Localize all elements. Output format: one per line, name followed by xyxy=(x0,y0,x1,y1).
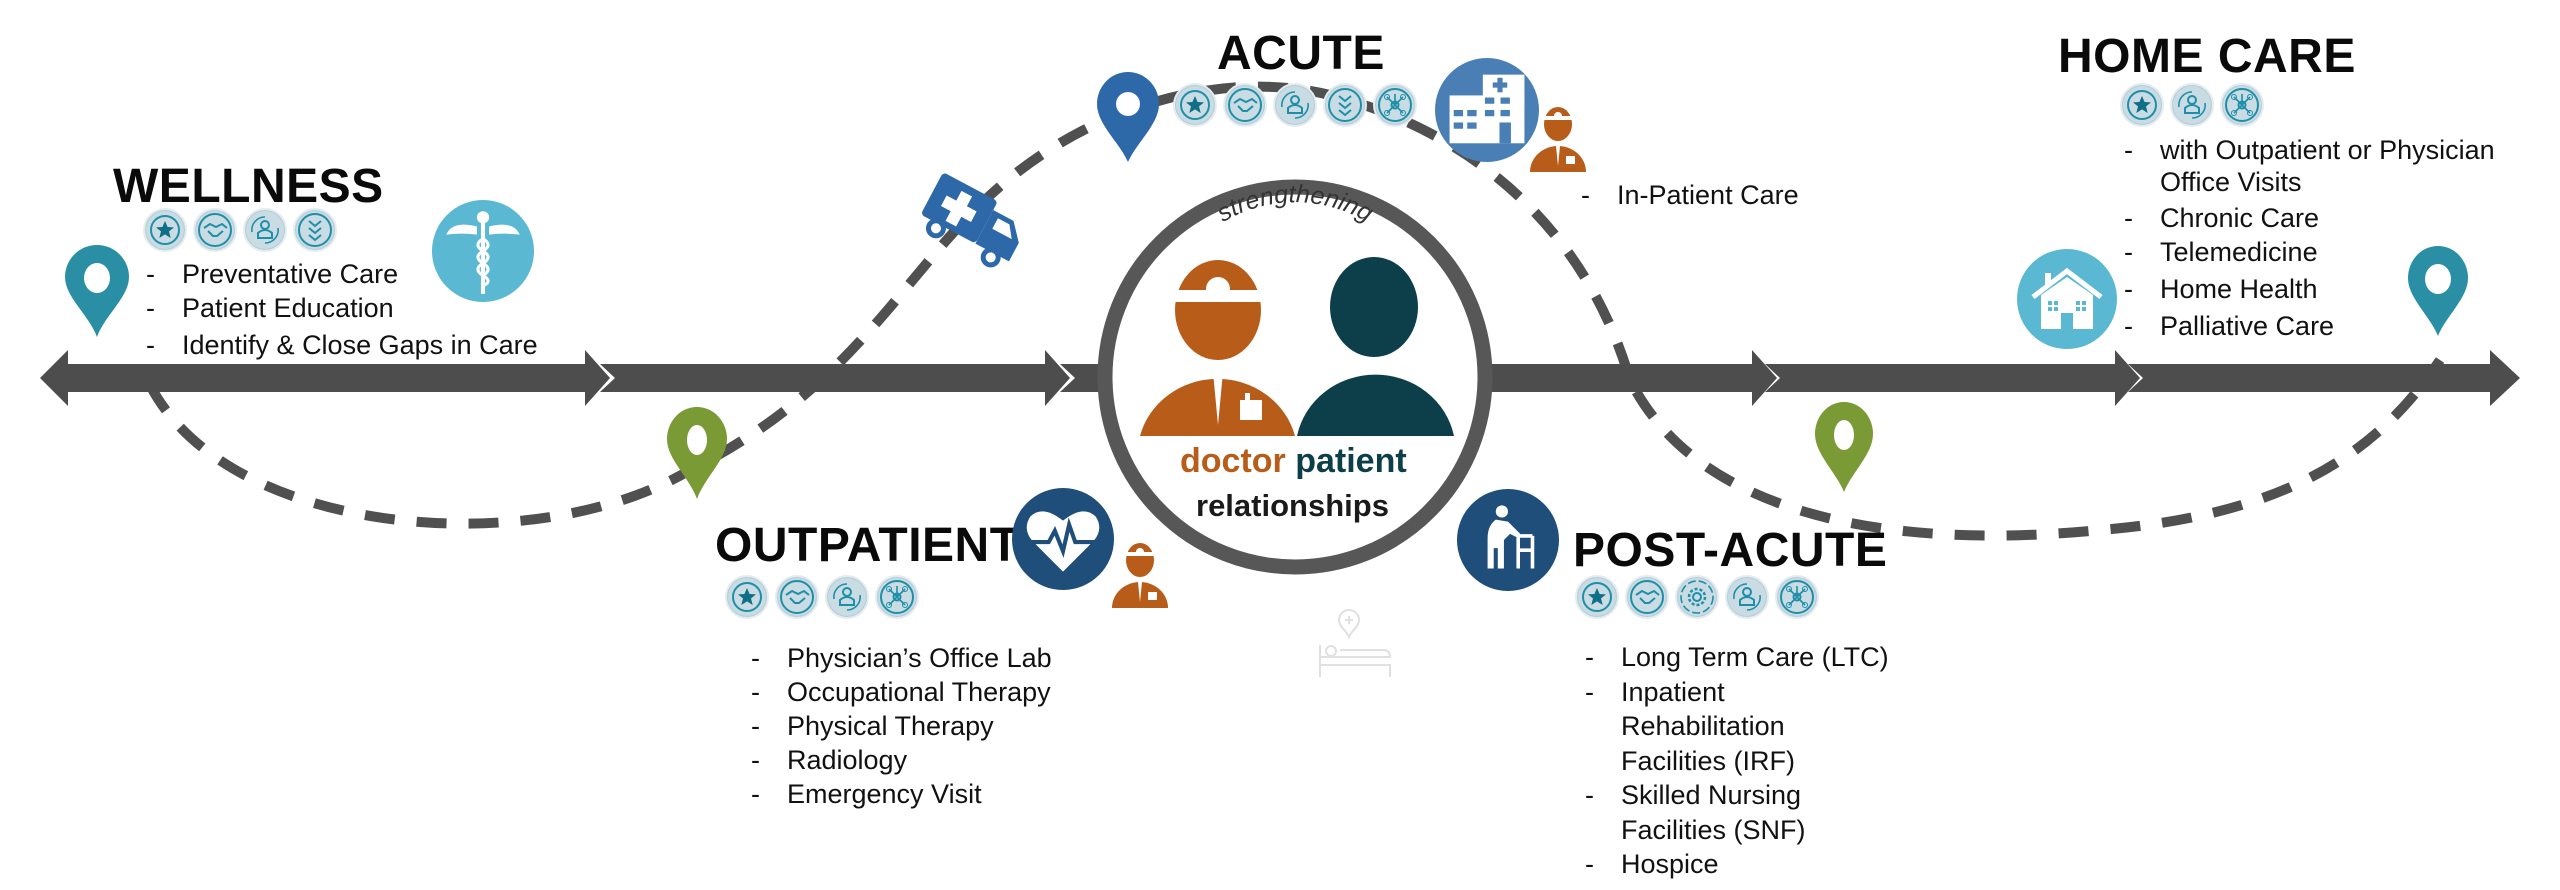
acute-services-list: -In-Patient Care xyxy=(1581,179,1799,211)
list-item: -Hospice xyxy=(1585,849,1719,879)
outpatient-title: OUTPATIENT xyxy=(715,519,1020,572)
post-acute-title: POST-ACUTE xyxy=(1573,524,1888,577)
wellness-title: WELLNESS xyxy=(113,160,384,213)
person-cycle-badge-icon xyxy=(1725,575,1769,619)
word-relationships: relationships xyxy=(1196,488,1389,523)
post-acute-location-pin-icon xyxy=(1815,402,1873,492)
star-badge-icon xyxy=(725,575,769,619)
list-item: -Long Term Care (LTC) xyxy=(1585,642,1889,672)
heartbeat-icon xyxy=(1012,488,1114,590)
arrow-segment-2 xyxy=(600,350,1070,406)
patient-figure-icon xyxy=(1297,257,1454,436)
post-acute-services-list: -Long Term Care (LTC) -Inpatient Rehabil… xyxy=(1585,640,1911,882)
star-badge-icon xyxy=(2120,83,2164,127)
list-item: -Inpatient Rehabilitation Facilities (IR… xyxy=(1585,676,1795,776)
arrow-segment-1 xyxy=(40,350,610,406)
network-badge-icon xyxy=(2220,83,2264,127)
ambulance-icon xyxy=(922,173,1019,268)
home-care-title: HOME CARE xyxy=(2058,30,2356,83)
word-doctor: doctor xyxy=(1180,442,1286,480)
star-badge-icon xyxy=(143,208,187,252)
doctor-small-icon xyxy=(1112,543,1168,608)
arrow-segment-5 xyxy=(1765,350,2140,406)
network-badge-icon xyxy=(1373,83,1417,127)
list-item: -Radiology xyxy=(751,745,908,775)
word-patient: patient xyxy=(1295,442,1407,480)
list-item: -Preventative Care xyxy=(146,259,399,289)
timeline-arrow-bar xyxy=(40,350,2520,406)
wellness-location-pin-icon xyxy=(65,245,129,337)
wellness-services-list: -Preventative Care -Patient Education -I… xyxy=(146,257,538,362)
gear-cycle-badge-icon xyxy=(1675,575,1719,619)
outpatient-services-list: -Physician’s Office Lab -Occupational Th… xyxy=(751,641,1052,811)
list-item: -Telemedicine xyxy=(2124,237,2318,267)
list-item: -Patient Education xyxy=(146,293,394,323)
home-care-location-pin-icon xyxy=(2408,246,2468,336)
list-item: -Physician’s Office Lab xyxy=(751,643,1052,673)
doctor-small-icon xyxy=(1530,107,1586,172)
list-item: -Occupational Therapy xyxy=(751,677,1051,707)
network-badge-icon xyxy=(1775,575,1819,619)
handshake-badge-icon xyxy=(775,575,819,619)
star-badge-icon xyxy=(1173,83,1217,127)
wellness-badges xyxy=(143,208,337,252)
person-cycle-badge-icon xyxy=(825,575,869,619)
center-tagline: doctor patient xyxy=(1180,442,1407,481)
home-care-badges xyxy=(2120,83,2264,127)
handshake-badge-icon xyxy=(1223,83,1267,127)
outpatient-badges xyxy=(725,575,919,619)
list-item: -with Outpatient or Physician Office Vis… xyxy=(2124,135,2495,197)
chevrons-down-badge-icon xyxy=(293,208,337,252)
star-badge-icon xyxy=(1575,575,1619,619)
list-item: -In-Patient Care xyxy=(1581,180,1799,210)
post-acute-badges xyxy=(1575,575,1819,619)
list-item: -Physical Therapy xyxy=(751,711,994,741)
outpatient-location-pin-icon xyxy=(667,407,727,499)
caduceus-icon xyxy=(432,200,534,302)
arrow-segment-6 xyxy=(2128,350,2520,406)
network-badge-icon xyxy=(875,575,919,619)
list-item: -Home Health xyxy=(2124,274,2318,304)
list-item: -Skilled Nursing Facilities (SNF) xyxy=(1585,780,1806,845)
acute-badges xyxy=(1173,83,1417,127)
list-item: -Emergency Visit xyxy=(751,779,982,809)
acute-location-pin-icon xyxy=(1097,72,1159,162)
house-icon xyxy=(2017,249,2117,349)
elderly-walker-icon xyxy=(1457,489,1559,591)
person-cycle-badge-icon xyxy=(1273,83,1317,127)
handshake-badge-icon xyxy=(193,208,237,252)
person-cycle-badge-icon xyxy=(2170,83,2214,127)
doctor-figure-icon xyxy=(1140,260,1295,436)
arrow-segment-4 xyxy=(1470,350,1777,406)
person-cycle-badge-icon xyxy=(243,208,287,252)
list-item: -Palliative Care xyxy=(2124,311,2335,341)
acute-title: ACUTE xyxy=(1217,27,1385,80)
hospital-bed-icon xyxy=(1319,608,1392,677)
handshake-badge-icon xyxy=(1625,575,1669,619)
hospital-icon xyxy=(1435,58,1539,162)
list-item: -Identify & Close Gaps in Care xyxy=(146,330,538,360)
list-item: -Chronic Care xyxy=(2124,203,2320,233)
home-care-services-list: -with Outpatient or Physician Office Vis… xyxy=(2124,134,2540,343)
chevrons-down-badge-icon xyxy=(1323,83,1367,127)
